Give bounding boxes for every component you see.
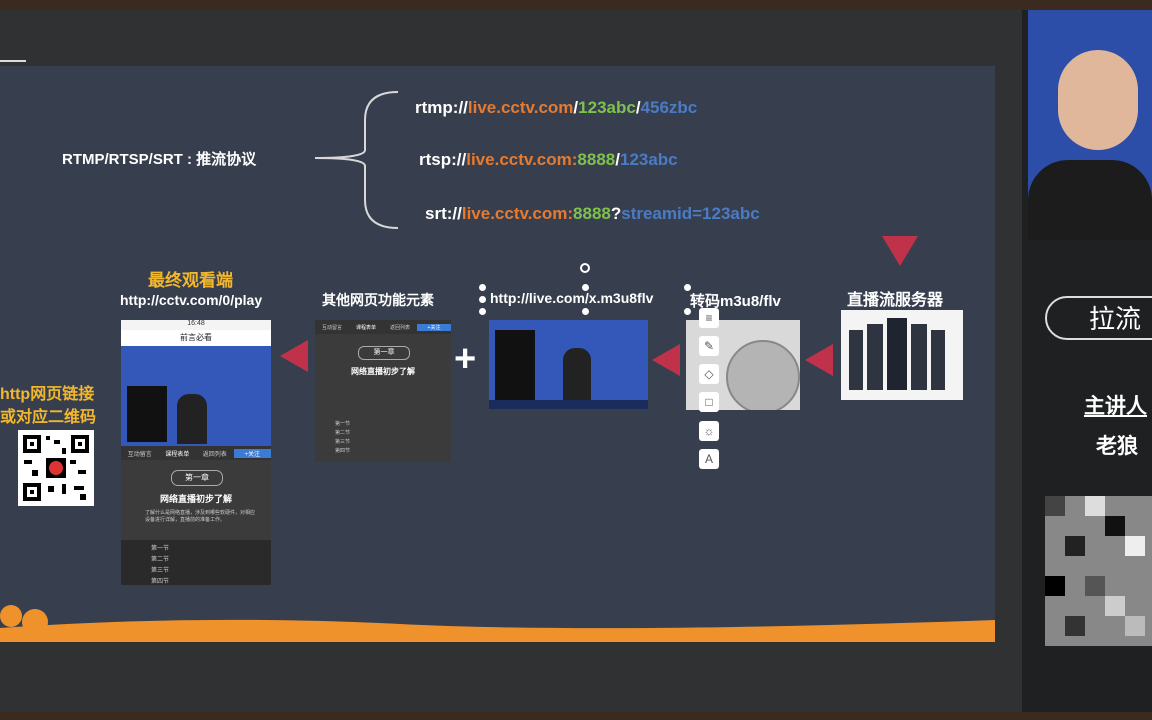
section-item[interactable]: 第一节 <box>335 421 351 427</box>
tab-back[interactable]: 返回列表 <box>202 451 227 458</box>
orange-wave <box>0 619 995 642</box>
server-rack <box>931 330 945 390</box>
protocol-label: RTMP/RTSP/SRT : 推流协议 <box>62 151 257 168</box>
qr-code-icon <box>18 430 94 506</box>
chapter-badge: 第一章 <box>171 470 223 486</box>
rtmp-url: rtmp://live.cctv.com/123abc/456zbc <box>415 98 698 117</box>
resize-handle[interactable] <box>684 284 691 291</box>
tab-comments[interactable]: 互动留言 <box>127 451 152 458</box>
rtsp-url: rtsp://live.cctv.com:8888/123abc <box>419 150 678 169</box>
server-label: 直播流服务器 <box>847 292 944 309</box>
layers-icon[interactable]: ≡ <box>699 308 719 328</box>
shape-icon[interactable]: □ <box>699 392 719 412</box>
rotate-handle-icon[interactable] <box>580 263 590 273</box>
presenter-webcam <box>1028 10 1152 240</box>
chapter-title: 网络直播初步了解 <box>159 494 232 504</box>
server-rack <box>867 324 883 390</box>
resize-handle[interactable] <box>479 308 486 315</box>
chapter-title: 网络直播初步了解 <box>351 367 415 376</box>
lecture-title: 拉流 <box>1045 296 1152 340</box>
resize-handle[interactable] <box>479 296 486 303</box>
eraser-icon[interactable]: ◇ <box>699 364 719 384</box>
left-arrow-icon <box>652 344 680 376</box>
phone-status-bar: 16:48 <box>121 320 271 330</box>
server-rack <box>849 330 863 390</box>
tab-course[interactable]: 课程表单 <box>165 451 190 458</box>
text-icon[interactable]: A <box>699 449 719 469</box>
decor-dot <box>0 605 22 627</box>
video-screenshot <box>489 320 648 409</box>
web-elements-label: 其他网页功能元素 <box>322 292 434 308</box>
board-frame-bottom <box>0 712 1152 720</box>
follow-button[interactable]: +关注 <box>233 448 271 458</box>
video-controls[interactable] <box>489 400 648 409</box>
transcode-label: 转码m3u8/flv <box>690 293 781 310</box>
section-item[interactable]: 第二节 <box>335 430 351 436</box>
pixelated-qr-image <box>1045 496 1152 646</box>
server-rack <box>887 318 907 390</box>
disk-platter <box>726 340 800 410</box>
brace-icon <box>314 91 399 229</box>
section-item[interactable]: 第四节 <box>151 579 170 585</box>
presenter-image <box>177 394 207 444</box>
m3u8-url: http://live.com/x.m3u8flv <box>490 290 654 306</box>
speaker-name: 老狼 <box>1096 435 1138 458</box>
section-list: 第一节 第二节 第三节 第四节 <box>121 540 271 585</box>
server-rack <box>911 324 927 390</box>
lightbulb-icon[interactable]: ☼ <box>699 421 719 441</box>
down-arrow-icon <box>882 236 918 266</box>
chapter-badge: 第一章 <box>358 346 410 360</box>
tire-stack-image <box>495 330 535 400</box>
tab-course[interactable]: 课程表单 <box>355 324 376 331</box>
section-item[interactable]: 第三节 <box>151 568 170 574</box>
speaker-label: 主讲人 <box>1084 395 1147 418</box>
final-viewer-url: http://cctv.com/0/play <box>120 292 263 308</box>
section-item[interactable]: 第四节 <box>335 448 351 454</box>
section-item[interactable]: 第三节 <box>335 439 351 445</box>
tire-stack-image <box>127 386 167 442</box>
tab-comments[interactable]: 互动留言 <box>321 324 342 331</box>
final-viewer-title: 最终观看端 <box>148 271 233 290</box>
follow-button[interactable]: +关注 <box>417 323 451 331</box>
board-frame-top <box>0 0 1152 10</box>
pen-icon[interactable]: ✎ <box>699 336 719 356</box>
server-image <box>841 310 963 400</box>
section-item[interactable]: 第一节 <box>151 546 170 552</box>
http-link-label: http网页链接 <box>0 386 95 403</box>
section-item[interactable]: 第二节 <box>151 557 170 563</box>
tab-back[interactable]: 返回列表 <box>389 324 410 331</box>
web-tabs: 互动留言 课程表单 返回列表 +关注 <box>315 320 451 334</box>
top-left-line <box>0 60 26 62</box>
phone-tabs: 互动留言 课程表单 返回列表 +关注 <box>121 446 271 460</box>
presenter-image <box>563 348 591 400</box>
resize-handle[interactable] <box>479 284 486 291</box>
web-elements-screenshot: 互动留言 课程表单 返回列表 +关注 第一章 网络直播初步了解 第一节 第二节 … <box>315 320 451 462</box>
presenter-body <box>1028 160 1152 240</box>
phone-header-title: 前言必看 <box>121 330 271 346</box>
resize-handle[interactable] <box>684 308 691 315</box>
left-arrow-icon <box>280 340 308 372</box>
section-list: 第一节 第二节 第三节 第四节 <box>335 420 350 456</box>
srt-url: srt://live.cctv.com:8888?streamid=123abc <box>425 204 760 223</box>
qr-label: 或对应二维码 <box>0 409 97 426</box>
resize-handle[interactable] <box>582 284 589 291</box>
phone-video <box>121 346 271 446</box>
decor-dot <box>22 609 48 635</box>
presenter-face <box>1058 50 1138 150</box>
resize-handle[interactable] <box>582 308 589 315</box>
left-arrow-icon <box>805 344 833 376</box>
chapter-desc: 了解什么是网络直播，涉及到哪些软硬件，对相应设备进行详解，直播前的准备工作。 <box>145 510 256 523</box>
chapter-card: 第一章 网络直播初步了解 了解什么是网络直播，涉及到哪些软硬件，对相应设备进行详… <box>121 460 271 540</box>
plus-sign: + <box>454 338 477 380</box>
phone-screenshot: 16:48 前言必看 互动留言 课程表单 返回列表 +关注 第一章 网络直播初步… <box>121 320 271 585</box>
